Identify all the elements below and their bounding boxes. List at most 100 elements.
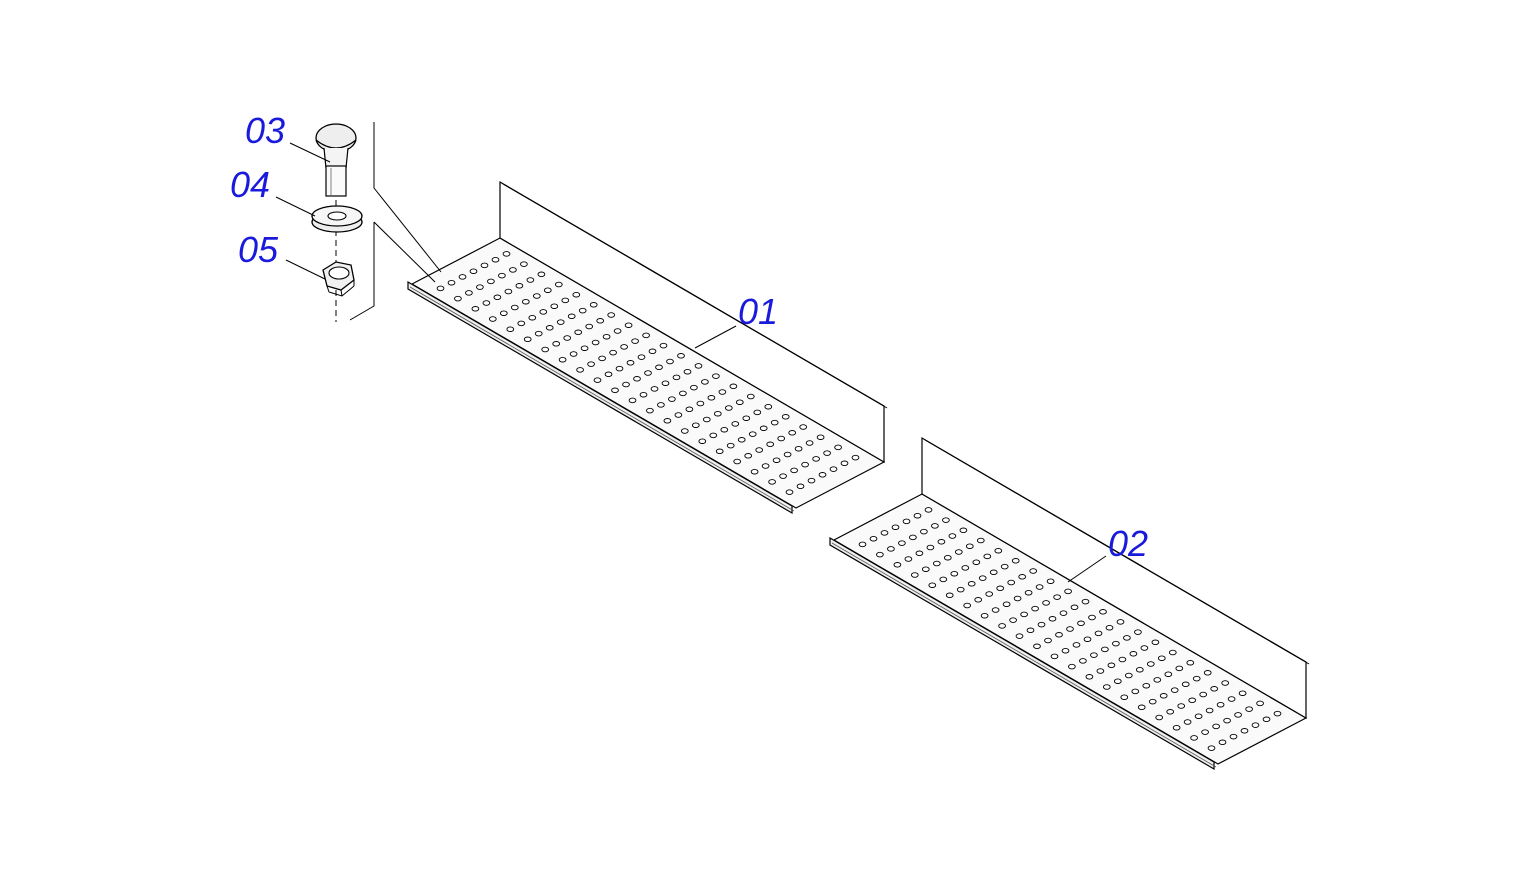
tray-01-perforation <box>746 393 755 400</box>
tray-01-perforation <box>515 283 524 289</box>
tray-02-perforation <box>1079 658 1087 664</box>
tray-01-perforation <box>493 294 502 301</box>
tray-01-perforation <box>596 318 605 324</box>
tray-02-perforation <box>926 544 935 551</box>
tray-02-perforation <box>1238 690 1247 696</box>
tray-01-perforation <box>748 431 757 437</box>
tray-01-perforation <box>674 412 683 418</box>
callout-03: 03 <box>245 110 286 151</box>
tray-02-perforation <box>902 518 911 525</box>
tray-01-perforation <box>650 386 659 392</box>
section-guide-line <box>373 122 442 273</box>
tray-02-perforation <box>959 527 968 534</box>
leader-line-05 <box>285 259 326 280</box>
tray-01-perforation <box>777 435 786 442</box>
tray-02-perforation <box>1081 598 1090 605</box>
tray-01-perforation <box>436 285 445 292</box>
tray-02-perforation <box>1061 647 1070 654</box>
tray-01-perforation <box>626 360 635 366</box>
tray-02-perforation <box>961 565 970 571</box>
tray-02-perforation <box>1083 636 1092 642</box>
carriage-bolt <box>315 123 357 197</box>
tray-02-perforation <box>1120 694 1129 700</box>
tray-02-perforation <box>1227 696 1236 702</box>
tray-02-perforation <box>1240 728 1249 734</box>
tray-01-perforation <box>509 267 517 273</box>
tray-01-perforation <box>607 312 616 318</box>
tray-02-perforation <box>1068 663 1076 670</box>
tray-01-perforation <box>528 314 537 321</box>
tray-01-perforation <box>834 444 842 451</box>
tray-02-perforation <box>942 517 950 523</box>
tray-02-perforation <box>983 553 992 560</box>
tray-02-wall-lip <box>924 439 1310 665</box>
tray-01-perforation <box>764 403 773 410</box>
tray-01-perforation <box>589 302 598 308</box>
tray-01-wall-lip <box>502 183 888 409</box>
tray-01-perforation <box>637 354 646 360</box>
tray-02-perforation <box>915 550 924 557</box>
tray-01-perforation <box>576 367 584 373</box>
tray-01-perforation <box>488 316 497 322</box>
tray-01-perforation <box>657 402 665 408</box>
tray-02-perforation <box>1153 677 1162 683</box>
tray-01-perforation <box>498 272 506 279</box>
tray-01-perforation <box>624 322 633 328</box>
tray-01-perforation <box>755 447 764 453</box>
tray-02-perforation <box>910 572 919 578</box>
tray-02-perforation <box>921 566 930 572</box>
tray-01-perforation <box>779 473 787 479</box>
tray-01-perforation <box>499 310 508 316</box>
tray-02-perforation <box>1099 609 1107 615</box>
tray-01-perforation <box>851 454 860 461</box>
tray-02-perforation <box>898 540 906 546</box>
tray-02-perforation <box>1055 632 1063 638</box>
tray-01-perforation <box>701 379 709 385</box>
tray-02-perforation <box>1024 589 1033 596</box>
tray-02-perforation <box>1031 605 1039 612</box>
tray-02-perforation <box>1134 629 1142 635</box>
tray-01-perforation <box>552 341 561 347</box>
callout-02: 02 <box>1108 523 1149 564</box>
tray-02-perforation <box>1131 688 1140 695</box>
tray-02-perforation <box>1229 733 1238 740</box>
tray-01-perforation <box>642 332 650 339</box>
cable-tray-01 <box>407 180 888 515</box>
tray-02-perforation <box>1101 646 1109 653</box>
tray-01-perforation <box>679 390 687 397</box>
tray-02-perforation <box>1135 666 1144 673</box>
tray-01-perforation <box>812 456 820 462</box>
tray-02-perforation <box>932 560 941 567</box>
tray-01-perforation <box>694 363 703 369</box>
tray-01-perforation <box>733 458 742 465</box>
tray-01-perforation <box>666 358 674 365</box>
tray-01-perforation <box>609 349 617 356</box>
tray-02-perforation <box>950 570 959 577</box>
tray-01-perforation <box>604 371 613 378</box>
tray-02-perforation <box>1251 722 1260 728</box>
tray-02-perforation <box>998 623 1006 629</box>
tray-01-perforation <box>766 441 775 448</box>
leader-line-03 <box>289 142 331 163</box>
tray-01-perforation <box>587 361 595 367</box>
tray-02-perforation <box>1113 678 1122 684</box>
tray-01-perforation <box>526 277 535 283</box>
tray-02-perforation <box>1064 588 1072 595</box>
tray-01-perforation <box>737 437 746 443</box>
tray-02-perforation <box>1020 611 1028 618</box>
tray-01-perforation <box>770 419 779 426</box>
callout-04: 04 <box>230 164 271 205</box>
tray-02-perforation <box>1151 639 1160 646</box>
tray-01-perforation <box>554 281 563 288</box>
tray-02-perforation <box>1009 617 1017 623</box>
tray-02-perforation <box>1026 627 1035 634</box>
tray-02-perforation <box>1118 656 1127 663</box>
tray-01-perforation <box>750 468 759 475</box>
tray-01-perforation <box>615 365 624 372</box>
tray-01-perforation <box>520 261 528 267</box>
tray-02-perforation <box>876 551 884 558</box>
tray-01-perforation <box>558 356 567 363</box>
tray-01-perforation <box>491 256 500 263</box>
tray-01-perforation <box>561 297 570 304</box>
